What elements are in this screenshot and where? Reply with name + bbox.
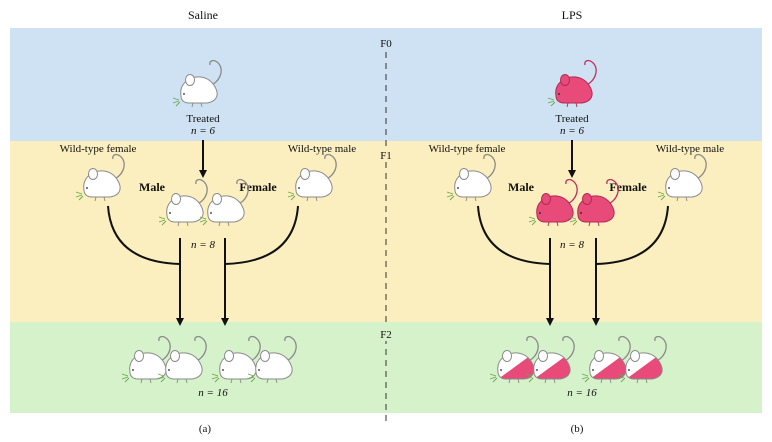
gen-f2-bg — [376, 327, 396, 341]
saline-male-label: Male — [139, 180, 166, 194]
saline-f1-n: n = 8 — [191, 239, 215, 251]
saline-treated-label: Treated — [186, 113, 220, 125]
saline-f2-n: n = 16 — [198, 387, 228, 399]
saline-wt-female-label: Wild-type female — [60, 143, 137, 155]
lps-f1-n: n = 8 — [560, 239, 584, 251]
lps-female-label: Female — [609, 180, 647, 194]
lps-wt-female-label: Wild-type female — [429, 143, 506, 155]
gen-f1-bg — [376, 148, 396, 162]
lps-left-cross-line — [477, 205, 554, 326]
gen-f0-bg — [376, 36, 396, 50]
lps-f2-n: n = 16 — [567, 387, 597, 399]
gen-label-f0: F0 — [380, 38, 392, 50]
saline-right-cross-line — [221, 205, 299, 326]
panel-label-b: (b) — [571, 423, 584, 435]
lps-right-cross-line — [592, 205, 669, 326]
gen-label-f1: F1 — [380, 150, 392, 162]
saline-treated-n: n = 6 — [191, 125, 215, 137]
header-saline: Saline — [188, 8, 218, 22]
lps-treated-label: Treated — [555, 113, 589, 125]
gen-label-f2: F2 — [380, 329, 392, 341]
saline-left-cross-line — [107, 205, 184, 326]
saline-female-label: Female — [239, 180, 277, 194]
header-lps: LPS — [562, 8, 583, 22]
lps-panel: Treated n = 6 Wild-type female Wild-type… — [429, 59, 724, 399]
lps-treated-n: n = 6 — [560, 125, 584, 137]
saline-panel: Treated n = 6 Wild-type female Wild-type… — [60, 59, 356, 399]
panel-label-a: (a) — [199, 423, 212, 435]
lps-wt-male-label: Wild-type male — [656, 143, 724, 155]
saline-wt-male-label: Wild-type male — [288, 143, 356, 155]
lps-male-label: Male — [508, 180, 535, 194]
